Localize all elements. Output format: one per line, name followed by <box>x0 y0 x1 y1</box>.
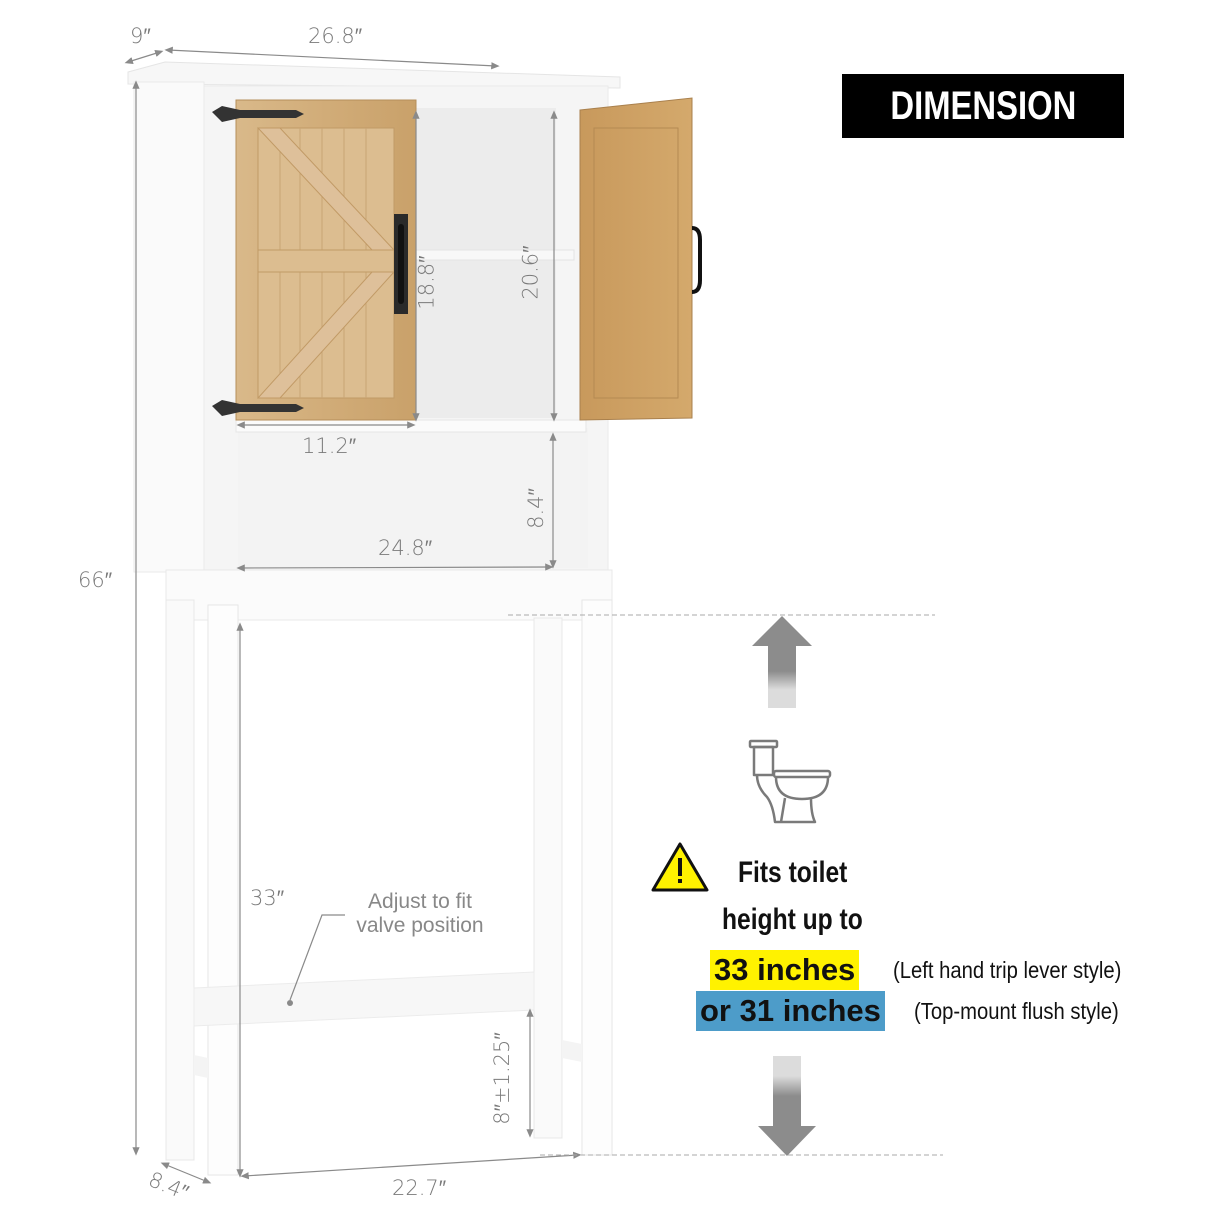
dimension-header-badge: DIMENSION <box>842 74 1124 138</box>
right-open-door <box>579 97 702 421</box>
adjust-note-line1: Adjust to fit <box>368 890 472 913</box>
adjust-note-line2: valve position <box>356 914 484 937</box>
dimension-lines <box>124 46 582 1184</box>
label-base-width: 22.7″ <box>392 1176 447 1200</box>
fits-line2: height up to <box>722 903 863 936</box>
warning-triangle-icon <box>651 842 709 892</box>
label-total-height: 66″ <box>78 568 113 592</box>
label-depth-top: 9″ <box>130 24 151 48</box>
arrow-up-icon <box>752 616 812 708</box>
fits-line1: Fits toilet <box>738 856 848 889</box>
label-door-width: 11.2″ <box>302 434 357 458</box>
label-door-height: 18.8″ <box>414 255 439 310</box>
option2-value: or 31 inches <box>696 991 885 1031</box>
left-barn-door <box>212 99 417 421</box>
cabinet-legs <box>165 599 613 1176</box>
option1-value: 33 inches <box>710 950 860 990</box>
label-open-shelf-width: 24.8″ <box>378 536 433 560</box>
label-leg-clearance-height: 33″ <box>250 886 285 910</box>
label-crossbar-height: 8″±1.25″ <box>489 1032 514 1125</box>
page-title: DIMENSION <box>890 83 1076 128</box>
option1-desc: (Left hand trip lever style) <box>893 957 1122 983</box>
toilet-icon <box>748 739 832 824</box>
label-cabinet-inner-height: 20.6″ <box>518 245 543 300</box>
option2-desc: (Top-mount flush style) <box>914 998 1119 1024</box>
label-width-top: 26.8″ <box>308 24 363 48</box>
arrow-down-icon <box>758 1056 816 1156</box>
adjust-note: Adjust to fit valve position <box>340 890 500 938</box>
label-open-shelf-height: 8.4″ <box>523 488 548 529</box>
